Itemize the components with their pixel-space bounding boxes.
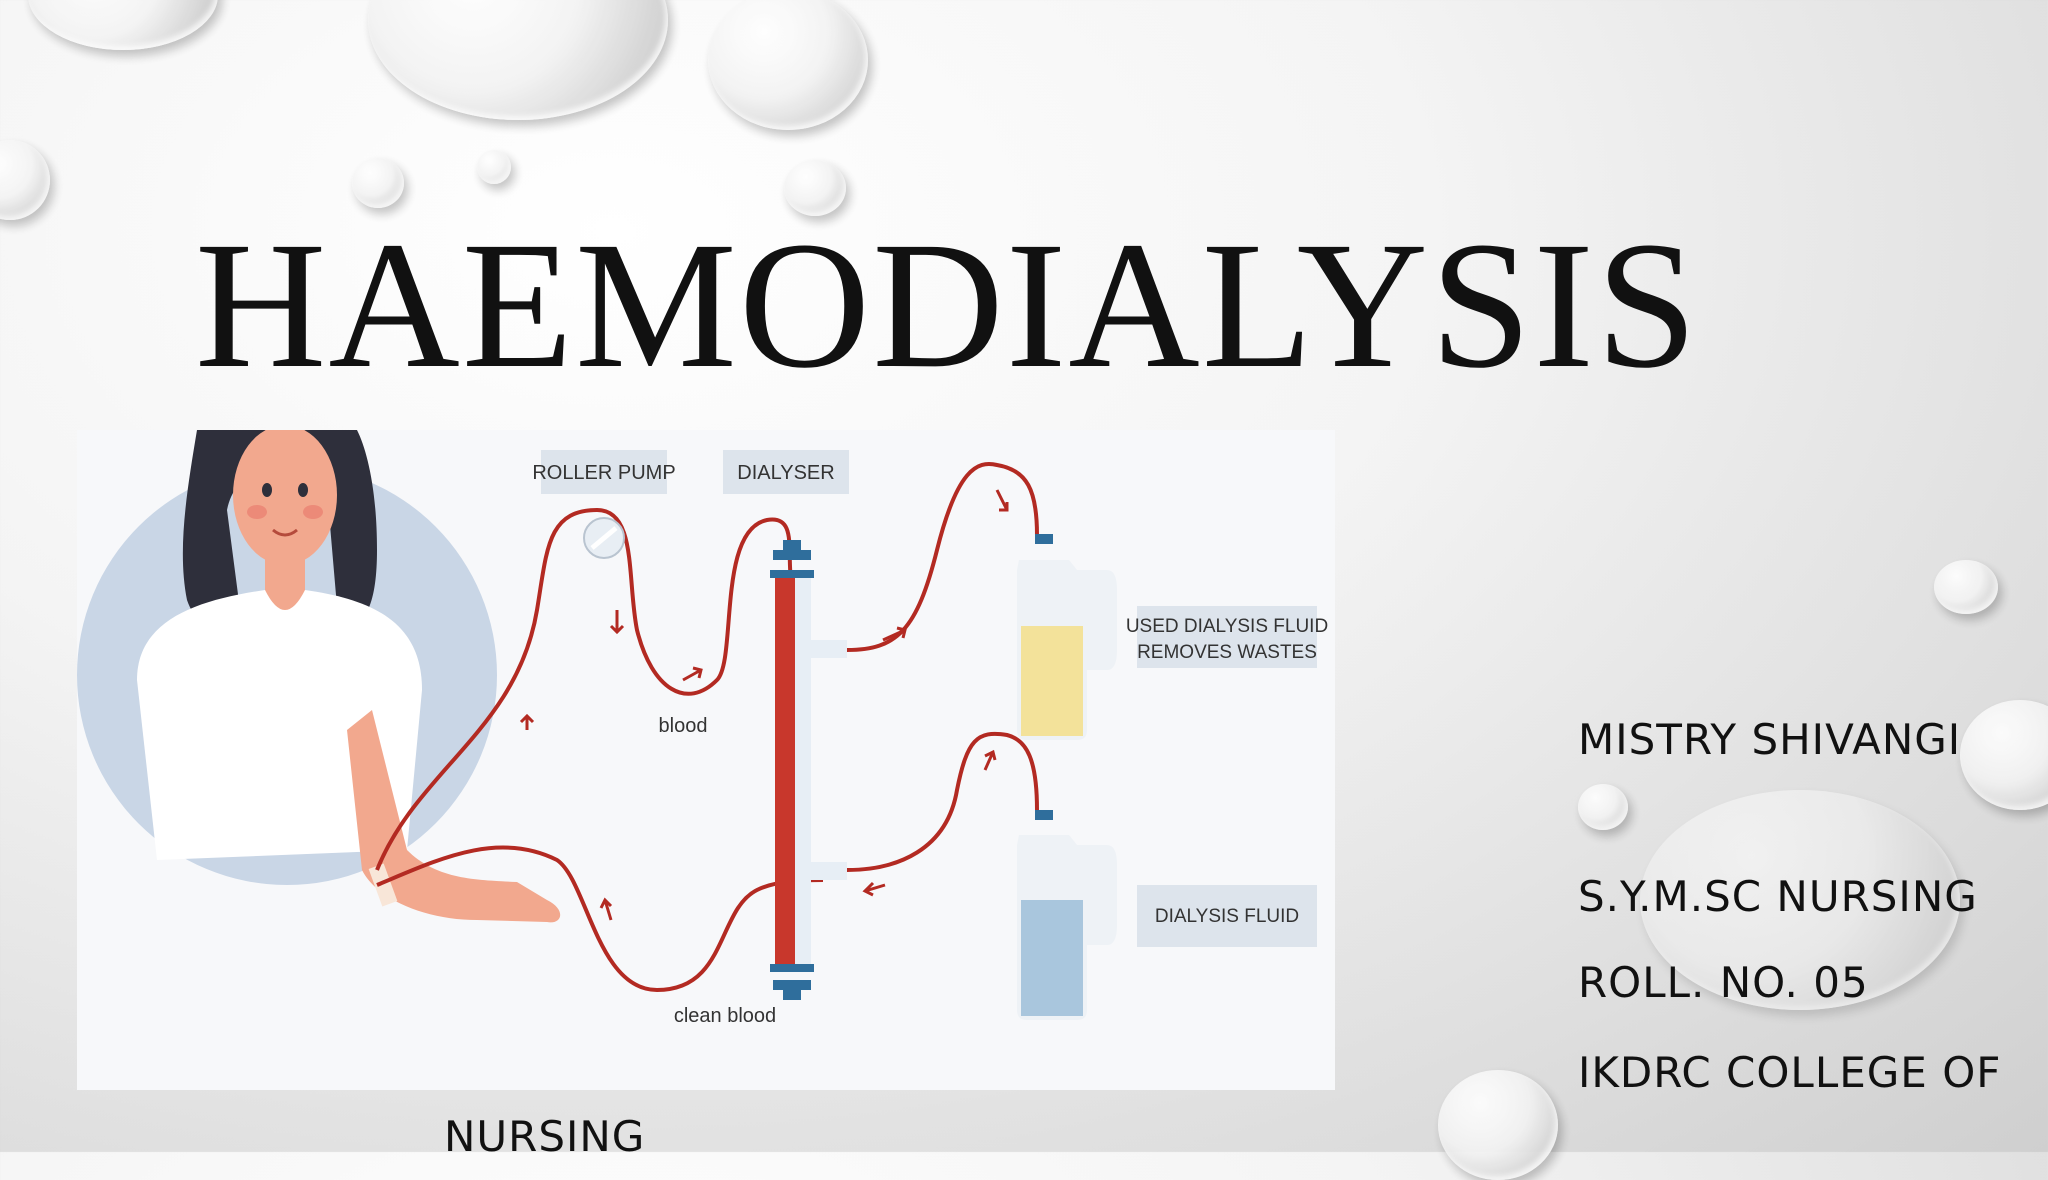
patient-arm <box>347 710 561 923</box>
water-droplet <box>28 0 218 50</box>
used-fluid-label-line1: USED DIALYSIS FLUID <box>1126 616 1328 637</box>
haemodialysis-diagram: ROLLER PUMP DIALYSER USED DIALYSIS FLUID… <box>77 425 1335 1090</box>
slide-title: HAEMODIALYSIS <box>195 205 1700 406</box>
dialyser-cap-bottom <box>773 980 811 990</box>
dialyser-dialysate-column <box>795 578 811 964</box>
patient-face <box>233 425 337 565</box>
dialyser-blood-column <box>775 578 795 964</box>
water-droplet <box>0 140 50 220</box>
fresh-fluid-level <box>1021 900 1083 1016</box>
used-fluid-tube <box>846 462 1039 652</box>
college-name-line2: NURSING <box>444 1112 646 1161</box>
dialysis-fluid-label-box <box>1137 885 1317 947</box>
college-name-line1: IKDRC COLLEGE OF <box>1578 1048 2002 1097</box>
water-droplet <box>477 150 511 184</box>
used-fluid-label-box <box>1137 606 1317 668</box>
water-droplet <box>1438 1070 1558 1180</box>
roller-pump-label: ROLLER PUMP <box>532 462 675 484</box>
water-droplet <box>1960 700 2048 810</box>
presenter-name: MISTRY SHIVANGI <box>1578 715 1962 764</box>
blood-label: blood <box>659 715 708 737</box>
roller-pump-label-box <box>541 450 667 494</box>
used-fluid-label-line2: REMOVES WASTES <box>1137 642 1317 663</box>
water-droplet <box>352 158 404 208</box>
water-droplet <box>784 160 846 216</box>
arterial-tube <box>375 507 793 871</box>
clean-blood-label: clean blood <box>674 1005 776 1027</box>
patient-shirt <box>137 590 422 860</box>
water-droplet <box>368 0 668 120</box>
dialyser-cap-top <box>773 550 811 560</box>
water-droplet <box>708 0 868 130</box>
dialyser-label: DIALYSER <box>737 462 834 484</box>
water-droplet <box>1934 560 1998 614</box>
fresh-fluid-tube <box>846 731 1039 872</box>
venous-tube <box>376 845 824 993</box>
dialyser-label-box <box>723 450 849 494</box>
water-droplet <box>1578 784 1628 830</box>
dialysis-fluid-label: DIALYSIS FLUID <box>1155 906 1299 927</box>
roll-number: ROLL. NO. 05 <box>1578 958 1869 1007</box>
used-fluid-level <box>1021 626 1083 736</box>
course-name: S.Y.M.SC NURSING <box>1578 872 1978 921</box>
water-droplet <box>1640 790 1960 1010</box>
